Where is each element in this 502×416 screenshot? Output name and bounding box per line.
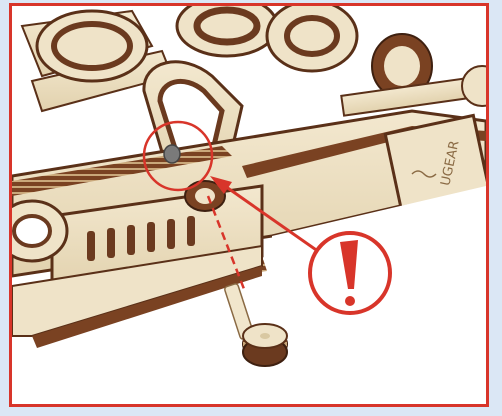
- upper-mechanism: [12, 6, 486, 126]
- model-drawing: UGEAR: [12, 6, 486, 404]
- exclamation-icon: [310, 233, 390, 313]
- illustration-frame: UGEAR: [9, 3, 489, 407]
